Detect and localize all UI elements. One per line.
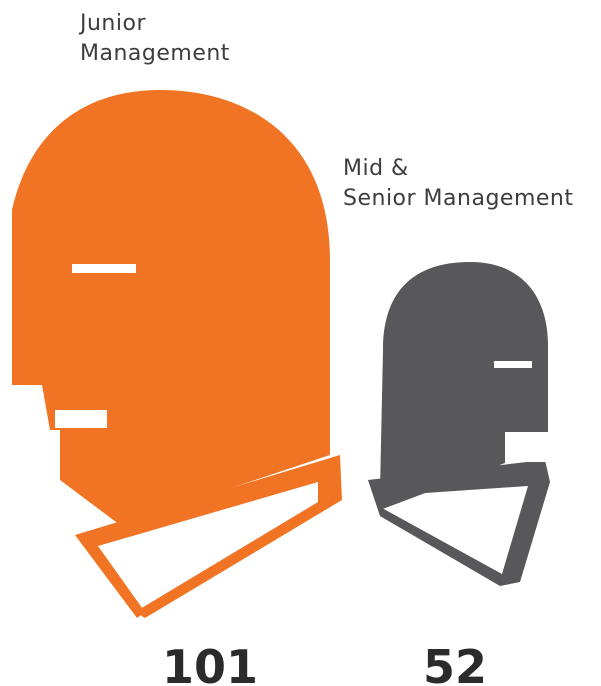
- senior-mouth-mark: [512, 452, 548, 462]
- senior-management-figure: Mid & Senior Management 52: [343, 156, 573, 686]
- junior-eye-mark: [72, 264, 136, 273]
- junior-management-figure: Junior Management 101: [12, 11, 342, 686]
- junior-value-label: 101: [162, 640, 258, 686]
- junior-head-shape: [12, 90, 330, 525]
- senior-head-shape: [380, 262, 548, 510]
- junior-label-line-2: Management: [80, 41, 230, 66]
- senior-label-line-2: Senior Management: [343, 186, 573, 211]
- senior-value-label: 52: [423, 640, 487, 686]
- senior-eye-mark: [494, 361, 532, 368]
- junior-collar-shape: [75, 455, 342, 618]
- senior-label-line-1: Mid &: [343, 156, 409, 181]
- junior-mouth-mark: [55, 410, 107, 428]
- senior-collar-shape: [368, 460, 550, 586]
- junior-label-line-1: Junior: [78, 11, 146, 36]
